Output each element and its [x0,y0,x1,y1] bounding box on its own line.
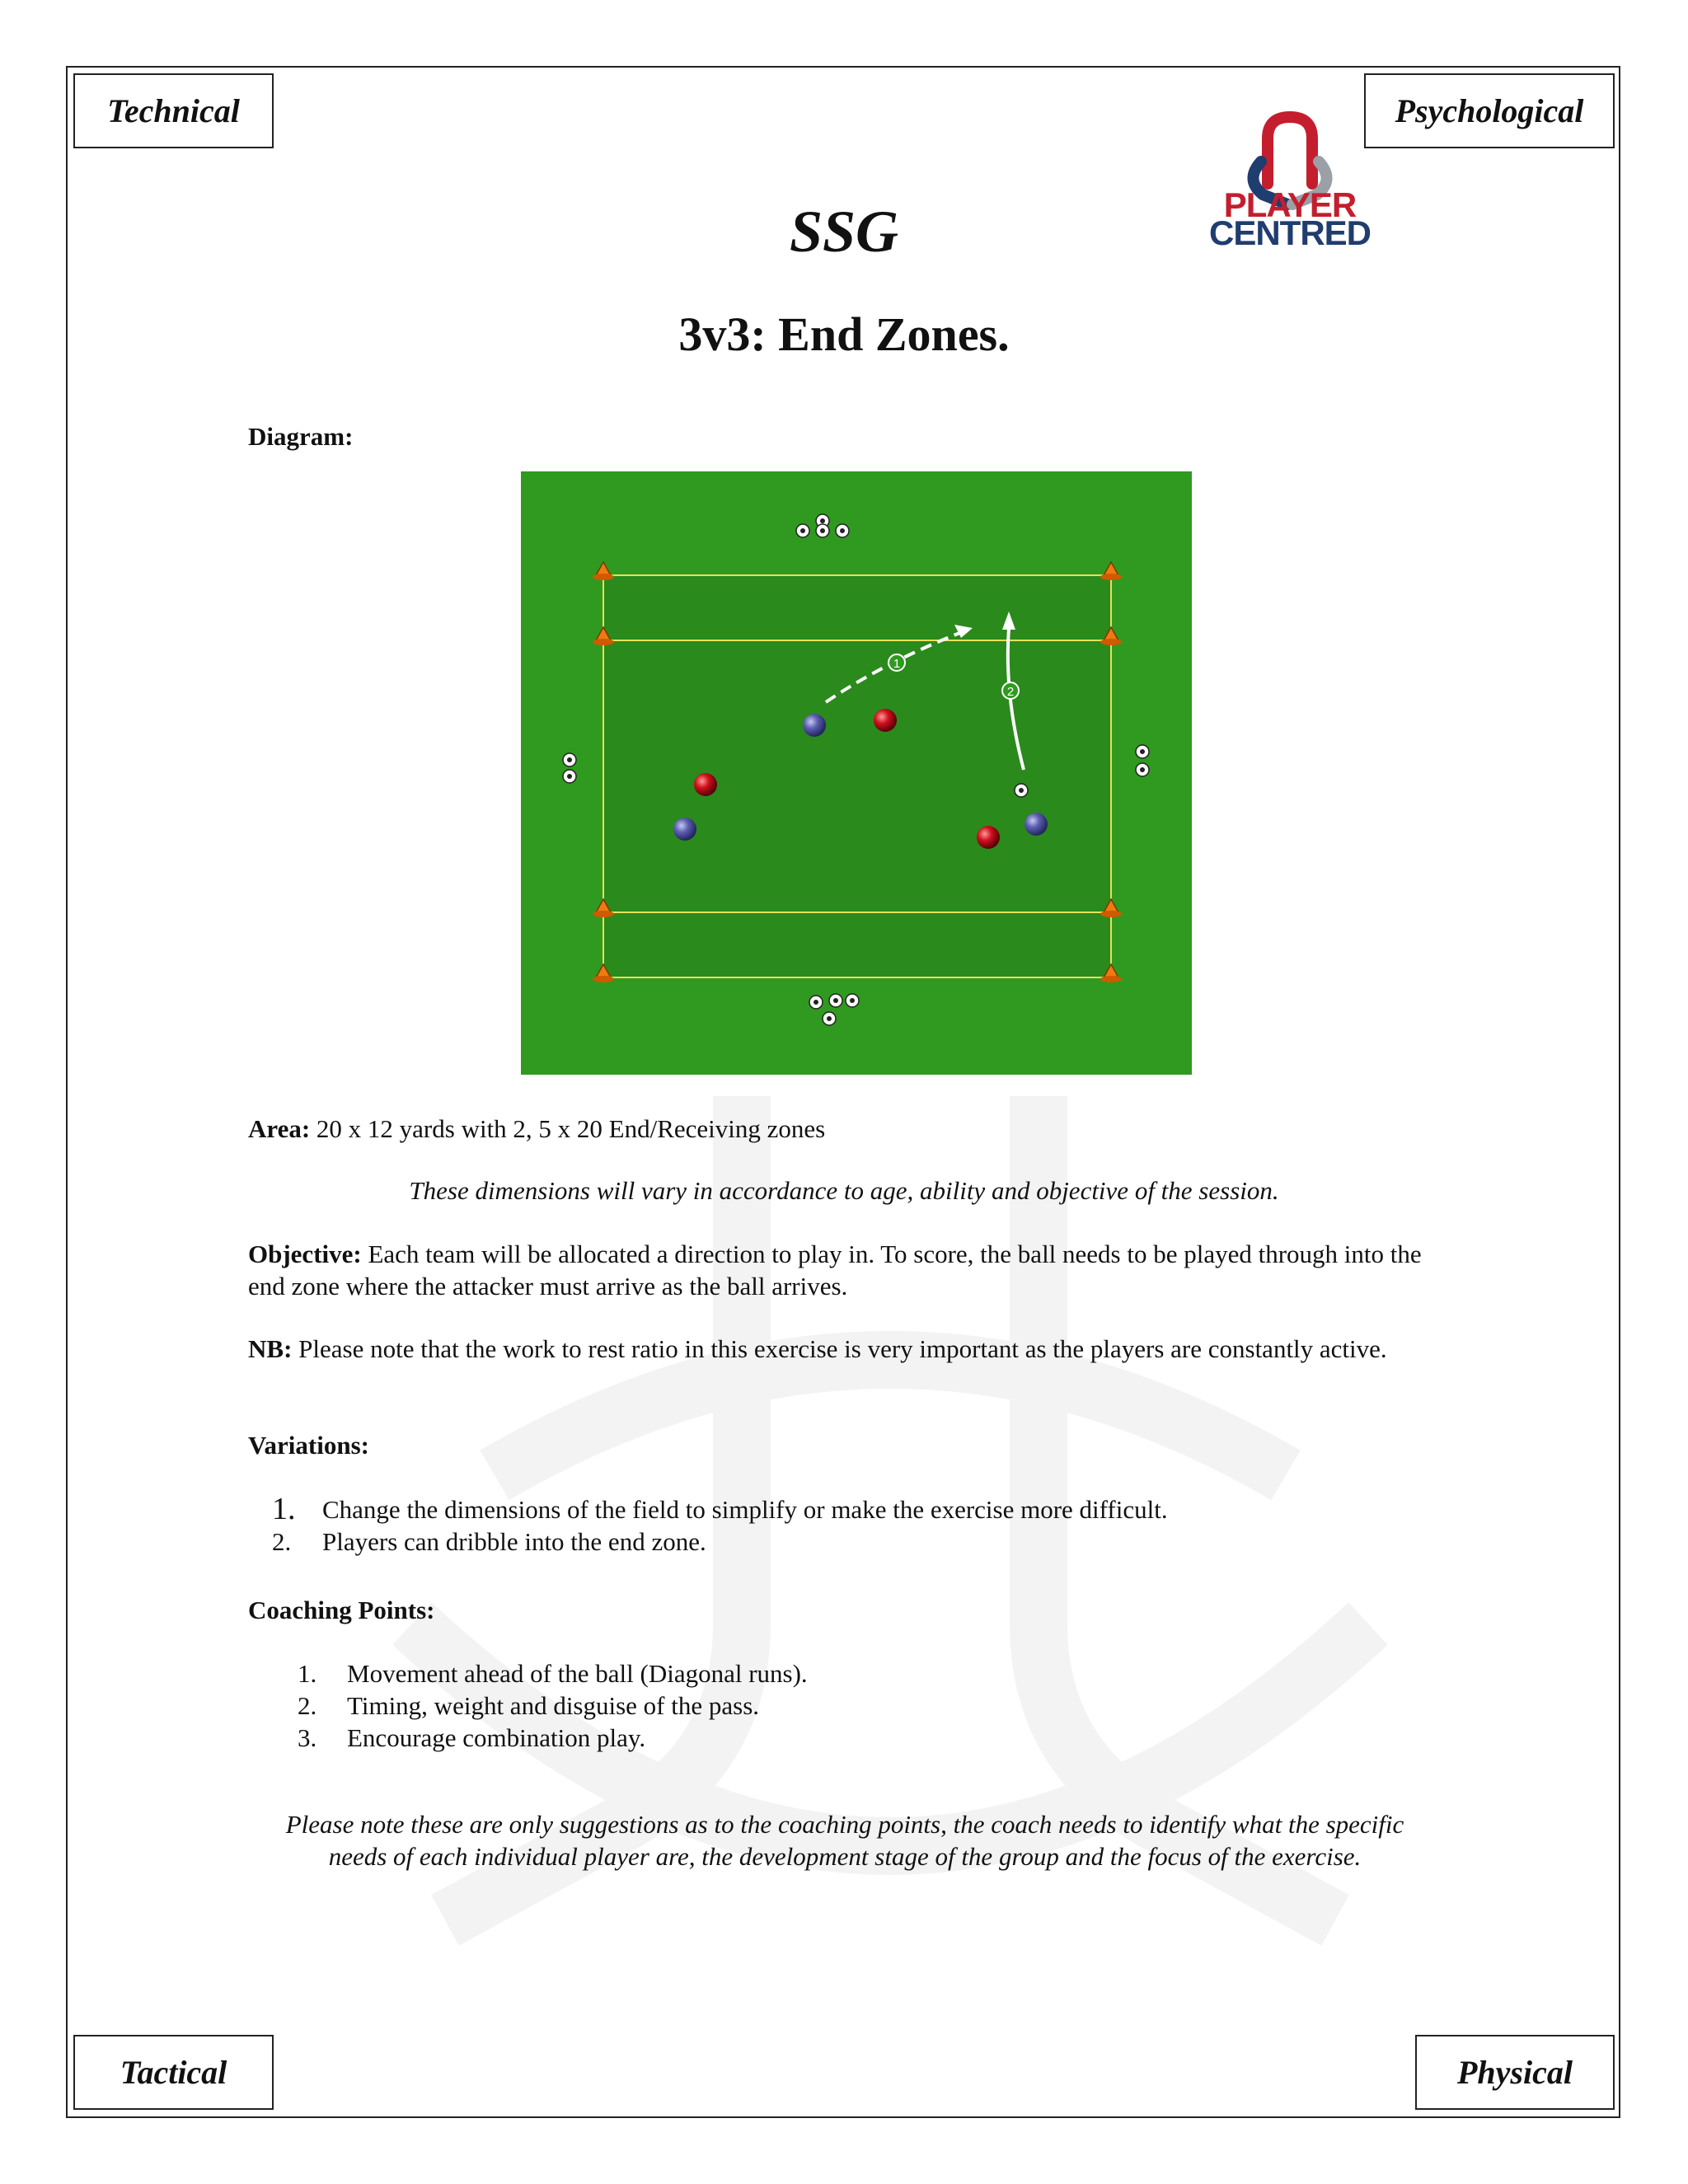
pitch-diagram: 1 2 [521,471,1192,1075]
ball-supply [562,769,577,784]
category-physical: Physical [1415,2035,1615,2110]
logo-word-centred: CENTRED [1208,213,1372,252]
logo-word-player: PLAYER [1223,185,1357,224]
dimensions-note: These dimensions will vary in accordance… [409,1176,1279,1205]
coaching-points-label: Coaching Points: [248,1596,435,1624]
blue-player [673,818,696,841]
variations-list: 1. Change the dimensions of the field to… [272,1493,1168,1558]
run-arrowhead-2 [1002,612,1015,630]
ball-supply [809,995,823,1010]
ball-supply [828,993,843,1008]
list-item: 2. Players can dribble into the end zone… [272,1526,1168,1558]
pass-arrowhead-1 [954,625,973,638]
ball-supply [815,523,830,538]
page-frame [66,66,1620,2118]
nb-paragraph: NB: Please note that the work to rest ra… [248,1333,1443,1365]
category-tactical: Tactical [73,2035,274,2110]
blue-player [1025,813,1048,836]
category-psychological: Psychological [1364,73,1615,148]
list-text: Timing, weight and disguise of the pass. [347,1691,760,1720]
red-player [977,826,1000,849]
list-number: 3. [298,1723,317,1752]
list-text: Movement ahead of the ball (Diagonal run… [347,1659,808,1688]
ball-supply [835,523,850,538]
list-text: Change the dimensions of the field to si… [322,1495,1168,1524]
nb-label: NB: [248,1334,293,1363]
list-item: 1. Movement ahead of the ball (Diagonal … [298,1657,808,1690]
red-player [874,709,897,732]
nb-text: Please note that the work to rest ratio … [292,1334,1387,1363]
game-ball [1014,783,1029,798]
variations-label: Variations: [248,1431,369,1460]
list-number: 1. [272,1492,296,1526]
run-label-2: 2 [1007,685,1014,699]
objective-paragraph: Objective: Each team will be allocated a… [248,1238,1443,1302]
ball-supply [822,1011,837,1026]
list-number: 2. [272,1527,292,1556]
page-subtitle: 3v3: End Zones. [678,307,1010,361]
blue-player [803,714,826,737]
list-item: 2. Timing, weight and disguise of the pa… [298,1690,808,1722]
area-label: Area: [248,1114,311,1143]
area-paragraph: Area: 20 x 12 yards with 2, 5 x 20 End/R… [248,1113,1443,1145]
ball-supply [845,993,860,1008]
page-title: SSG [789,199,899,265]
list-number: 1. [298,1659,317,1688]
list-item: 3. Encourage combination play. [298,1722,808,1754]
area-text: 20 x 12 yards with 2, 5 x 20 End/Receivi… [310,1114,826,1143]
ball-supply [562,752,577,767]
objective-label: Objective: [248,1240,362,1268]
category-technical: Technical [73,73,274,148]
player-centred-logo-icon [1247,110,1333,210]
coaching-points-list: 1. Movement ahead of the ball (Diagonal … [298,1657,808,1754]
watermark-logo [392,1096,1388,1946]
ball-supply [795,523,810,538]
ball-supply [1135,744,1150,759]
diagram-label: Diagram: [248,422,354,451]
run-label-circle-1 [888,654,906,672]
ball-supply [1135,762,1150,777]
run-label-1: 1 [893,657,900,671]
objective-text: Each team will be allocated a direction … [248,1240,1422,1301]
list-item: 1. Change the dimensions of the field to… [272,1493,1168,1526]
closing-note: Please note these are only suggestions a… [285,1810,1404,1871]
list-text: Encourage combination play. [347,1723,646,1752]
run-label-circle-2 [1001,682,1020,700]
list-text: Players can dribble into the end zone. [322,1527,706,1556]
playing-area [603,574,1112,978]
red-player [694,773,717,796]
list-number: 2. [298,1691,317,1720]
